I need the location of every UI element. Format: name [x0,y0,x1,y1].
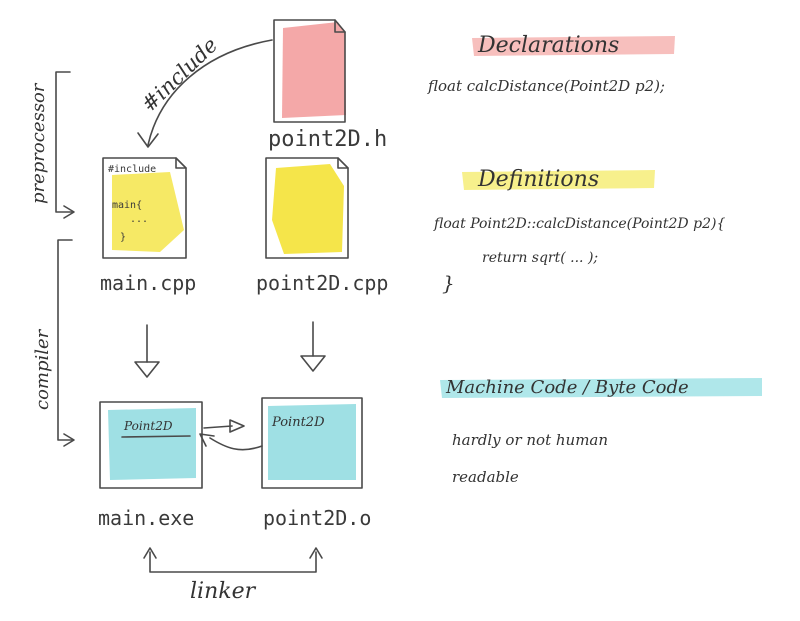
machine-code-title: Machine Code / Byte Code [445,377,689,398]
header-file-icon [273,19,346,123]
main-exe-file-label: main.exe [98,506,194,530]
main-cpp-file-icon [102,157,187,259]
point-cpp-file-icon [265,157,349,259]
main-cpp-content-line: ... [130,214,148,225]
main-exe-file-icon [99,401,203,489]
machine-code-text-line: readable [452,468,519,486]
declarations-code: float calcDistance(Point2D p2); [427,77,665,95]
link-arrow-right [203,425,233,429]
definitions-title: Definitions [477,167,599,192]
include-arrow-label: #include [137,33,223,117]
machine-code-highlight [440,378,762,398]
main-cpp-content-line: } [120,232,126,243]
main-cpp-file-label: main.cpp [100,271,196,295]
point-o-content: Point2D [271,415,325,430]
definitions-code-line: float Point2D::calcDistance(Point2D p2){ [433,216,725,232]
main-exe-file-fill [108,408,196,480]
point-cpp-file-label: point2D.cpp [256,271,388,295]
preprocessor-label: preprocessor [28,82,49,204]
compiler-bracket [57,239,73,441]
compiler-label: compiler [32,328,53,410]
main-cpp-file-fill [112,172,184,252]
link-arrow-left [209,437,263,451]
header-file-fill [282,22,346,118]
machine-code-text-line: hardly or not human [452,431,608,449]
include-arrow [147,39,273,146]
main-cpp-content-line: #include [108,164,156,175]
linker-bracket [149,551,317,573]
declarations-highlight [472,36,675,56]
main-cpp-content-line: main{ [112,200,142,211]
header-file-label: point2D.h [268,127,387,152]
declarations-title: Declarations [477,33,619,58]
definitions-code-line: return sqrt( ... ); [482,250,598,266]
definitions-highlight [462,170,655,190]
linker-label: linker [190,579,257,604]
point-o-file-label: point2D.o [263,506,371,530]
point-cpp-file-fill [272,164,344,254]
definitions-code-line: } [442,271,455,295]
preprocessor-bracket [55,71,73,213]
point-o-file-fill [268,404,356,480]
main-exe-content: Point2D [123,419,173,433]
point-o-file-icon [261,397,363,489]
